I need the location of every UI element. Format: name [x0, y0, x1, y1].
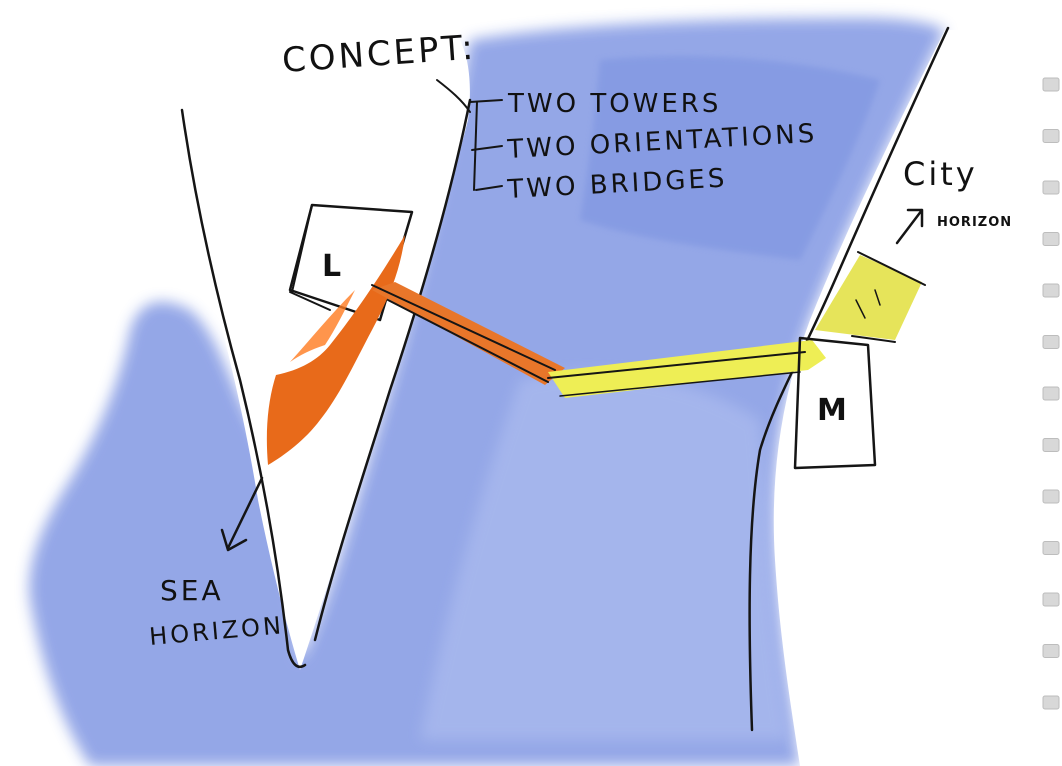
binding-ring	[1043, 645, 1059, 658]
binding-ring	[1043, 387, 1059, 400]
binding-ring	[1043, 181, 1059, 194]
city-label: City	[903, 155, 978, 193]
city-horizon-label: HORIZON	[937, 215, 1012, 230]
binding-ring	[1043, 78, 1059, 91]
sea-label: SEA	[160, 574, 224, 607]
binding-ring	[1043, 542, 1059, 555]
binding-ring	[1043, 130, 1059, 143]
binding-ring	[1043, 233, 1059, 246]
binding-ring	[1043, 593, 1059, 606]
tower-l-label: L	[322, 249, 344, 284]
binding-ring	[1043, 336, 1059, 349]
tower-m-label: M	[817, 393, 850, 428]
concept-point-towers: TWO TOWERS	[507, 89, 721, 119]
binding-ring	[1043, 490, 1059, 503]
binding-ring	[1043, 696, 1059, 709]
binding-ring	[1043, 284, 1059, 297]
binding-ring	[1043, 439, 1059, 452]
